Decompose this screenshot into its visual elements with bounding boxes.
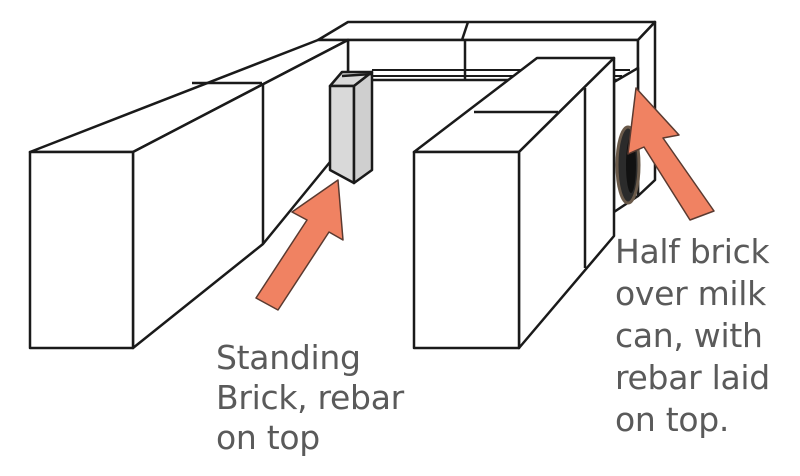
standing-brick-side	[352, 70, 374, 185]
label-line: Brick, rebar	[216, 378, 404, 417]
half-brick-arrow-icon	[627, 87, 715, 221]
label-line: can, with	[615, 316, 763, 355]
standing-brick-face	[328, 84, 356, 185]
back-wall-joint	[460, 21, 470, 41]
standing-brick-label: Standing Brick, rebar on top	[216, 338, 404, 458]
back-wall-top	[316, 20, 657, 42]
label-line: on top	[216, 418, 320, 457]
label-line: Standing	[216, 338, 361, 377]
rebar	[341, 72, 373, 78]
label-line: on top.	[615, 400, 730, 439]
right-wall-front-face	[412, 150, 521, 350]
label-line: rebar laid	[615, 358, 770, 397]
label-line: over milk	[615, 274, 766, 313]
standing-brick-arrow-icon	[255, 179, 344, 311]
left-wall-front-face	[28, 150, 135, 350]
label-line: Half brick	[615, 232, 770, 271]
half-brick-label: Half brick over milk can, with rebar lai…	[615, 231, 770, 441]
